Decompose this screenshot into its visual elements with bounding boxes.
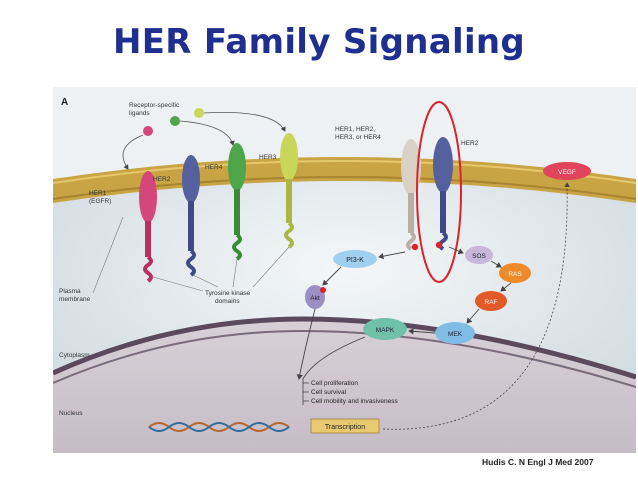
- her2-right-label: HER2: [461, 140, 479, 147]
- nucleus-label: Nucleus: [59, 410, 83, 417]
- ligands-label-line2: ligands: [129, 110, 150, 117]
- her1-label-line1: HER1: [89, 190, 107, 197]
- citation: Hudis C. N Engl J Med 2007: [482, 457, 594, 467]
- her4-label: HER4: [205, 164, 223, 171]
- raf-node: [475, 291, 507, 311]
- tyrosine-kinase-label-line2: domains: [215, 298, 240, 305]
- panel-label: A: [61, 97, 68, 108]
- dimer-partner-label-line1: HER1, HER2,: [335, 126, 375, 133]
- transcription-box: [310, 418, 380, 434]
- her2-receptor-left: [182, 155, 200, 277]
- mek-label: MEK: [448, 331, 463, 338]
- outcome-cell-proliferation: Cell proliferation: [311, 380, 358, 387]
- nucleus-region: [53, 319, 636, 453]
- pi3k-label: PI3-K: [346, 257, 364, 264]
- akt-node: [305, 285, 325, 309]
- slide-title: HER Family Signaling: [112, 22, 526, 62]
- outcome-cell-mobility: Cell mobility and invasiveness: [311, 398, 398, 405]
- dimer-partner-label-line2: HER3, or HER4: [335, 134, 381, 141]
- ligands-label-line1: Receptor-specific: [129, 102, 180, 109]
- cytoplasm-label: Cytoplasm: [59, 352, 90, 359]
- plasma-membrane-label-line1: Plasma: [59, 288, 81, 295]
- vegf-node: [543, 162, 591, 180]
- raf-label: RAF: [485, 299, 498, 306]
- dna-helix: [148, 422, 290, 432]
- mek-node: [435, 322, 475, 344]
- ras-node: [499, 263, 531, 283]
- her2-receptor-dimer: [433, 137, 453, 251]
- her3-receptor: [280, 133, 298, 249]
- mapk-label: MAPK: [376, 327, 395, 334]
- ras-label: RAS: [508, 271, 522, 278]
- sos-node: [465, 246, 493, 264]
- plasma-membrane-label-line2: membrane: [59, 296, 90, 303]
- tyrosine-kinase-label-line1: Tyrosine kinase: [205, 290, 251, 297]
- sos-label: SOS: [472, 253, 486, 260]
- her2-highlight-ellipse: [416, 101, 462, 283]
- her3-label: HER3: [259, 154, 277, 161]
- her2-left-label: HER2: [153, 176, 171, 183]
- outcome-cell-survival: Cell survival: [311, 389, 347, 396]
- ligand-her3: [194, 108, 204, 118]
- ligand-her1: [143, 126, 153, 136]
- her4-receptor: [228, 143, 246, 261]
- her1-label-line2: (EGFR): [89, 198, 111, 205]
- akt-label: Akt: [310, 295, 320, 302]
- transcription-label: Transcription: [325, 424, 365, 431]
- vegf-label: VEGF: [558, 169, 576, 176]
- her1-receptor: [139, 171, 157, 283]
- her-signaling-diagram: A Receptor-specific ligands HER1 (EGFR) …: [53, 87, 636, 453]
- dimer-partner-receptor: [401, 139, 421, 251]
- ligand-her4: [170, 116, 180, 126]
- nuclear-envelope: [53, 316, 636, 380]
- mapk-node: [363, 318, 407, 340]
- pi3k-node: [333, 250, 377, 268]
